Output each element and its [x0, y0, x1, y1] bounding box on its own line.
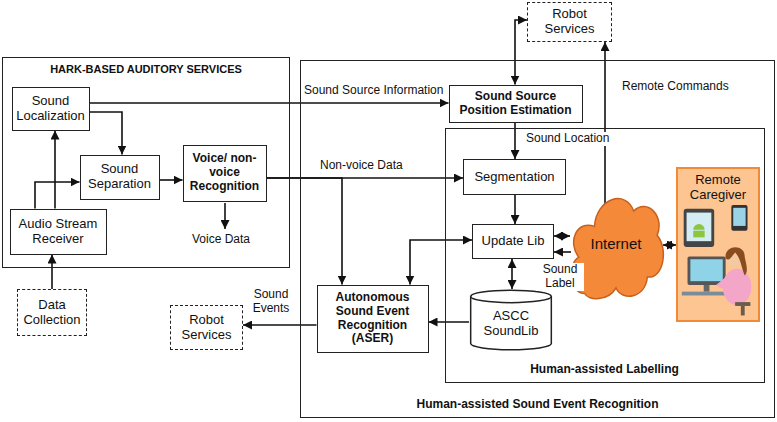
connector-arrow	[511, 259, 513, 289]
connector-arrow	[604, 42, 606, 205]
connector-arrow	[160, 179, 183, 181]
node-label: Internet	[591, 235, 642, 252]
process-box: Autonomous Sound Event Recognition (ASER…	[317, 285, 429, 353]
connector-arrow	[90, 102, 449, 104]
caregiver-box: Remote Caregiver	[676, 167, 760, 322]
edge-label: Sound Location	[524, 132, 611, 146]
node-label: Segmentation	[474, 170, 554, 185]
connector-arrow	[514, 195, 516, 224]
connector-arrow	[54, 131, 56, 209]
node-label: Sound Source Position Estimation	[454, 90, 578, 118]
node-label: Sound Localization	[16, 94, 85, 124]
external-box: Robot Services	[170, 305, 243, 350]
database-cylinder: ASCC SoundLib	[469, 289, 553, 351]
process-box: Update Lib	[472, 224, 554, 259]
process-box: Sound Localization	[12, 87, 90, 131]
node-label: ASCC SoundLib	[473, 309, 549, 339]
connector-arrow	[663, 244, 676, 246]
labelling-group: SegmentationUpdate LibASCC SoundLib Inter…	[445, 128, 765, 383]
cylinder-body	[471, 290, 552, 350]
edge-label: Sound Events	[246, 288, 296, 316]
connector-arrow	[429, 321, 470, 323]
group-heading: Human-assisted Labelling	[530, 363, 679, 377]
process-box: Audio Stream Receiver	[10, 209, 107, 255]
connector-arrow	[243, 324, 317, 326]
edge-label: Sound Source Information	[302, 84, 445, 98]
node-label: Sound Separation	[85, 162, 155, 192]
connector-arrow	[35, 182, 80, 209]
connector-arrow	[267, 178, 343, 285]
group-heading: Human-assisted Sound Event Recognition	[416, 398, 658, 412]
node-label: Update Lib	[482, 234, 545, 249]
edge-label: Sound Label	[536, 263, 584, 291]
connector-arrow	[90, 112, 123, 155]
connector-arrow	[554, 251, 571, 253]
connector-arrow	[554, 235, 570, 237]
edge-label: Non-voice Data	[318, 159, 405, 173]
connector-arrow	[51, 255, 53, 290]
system-group: Sound Source Position EstimationSegmenta…	[300, 60, 775, 418]
edge-label: Remote Commands	[620, 80, 731, 94]
node-label: Data Collection	[22, 298, 82, 328]
node-label: Robot Services	[532, 7, 607, 37]
node-label: Voice/ non-voice Recognition	[188, 152, 262, 193]
cloud-shape	[571, 199, 663, 299]
process-box: Voice/ non-voice Recognition	[183, 145, 267, 202]
node-label: Audio Stream Receiver	[15, 217, 102, 247]
node-label: Remote Caregiver	[678, 173, 758, 203]
cylinder-rim	[471, 296, 552, 302]
group-heading: HARK-BASED AUDITORY SERVICES	[50, 63, 242, 76]
process-box: Sound Source Position Estimation	[449, 85, 583, 123]
node-label: Autonomous Sound Event Recognition (ASER…	[322, 291, 424, 346]
voice-data-arrow	[224, 203, 226, 229]
connector-arrow	[410, 240, 472, 285]
process-box: Segmentation	[463, 159, 566, 195]
node-label: Robot Services	[175, 313, 238, 343]
connector-arrow	[515, 20, 527, 85]
output-label: Voice Data	[190, 233, 252, 247]
external-box: Data Collection	[17, 289, 87, 336]
external-box: Robot Services	[527, 2, 612, 42]
process-box: Sound Separation	[80, 155, 160, 200]
